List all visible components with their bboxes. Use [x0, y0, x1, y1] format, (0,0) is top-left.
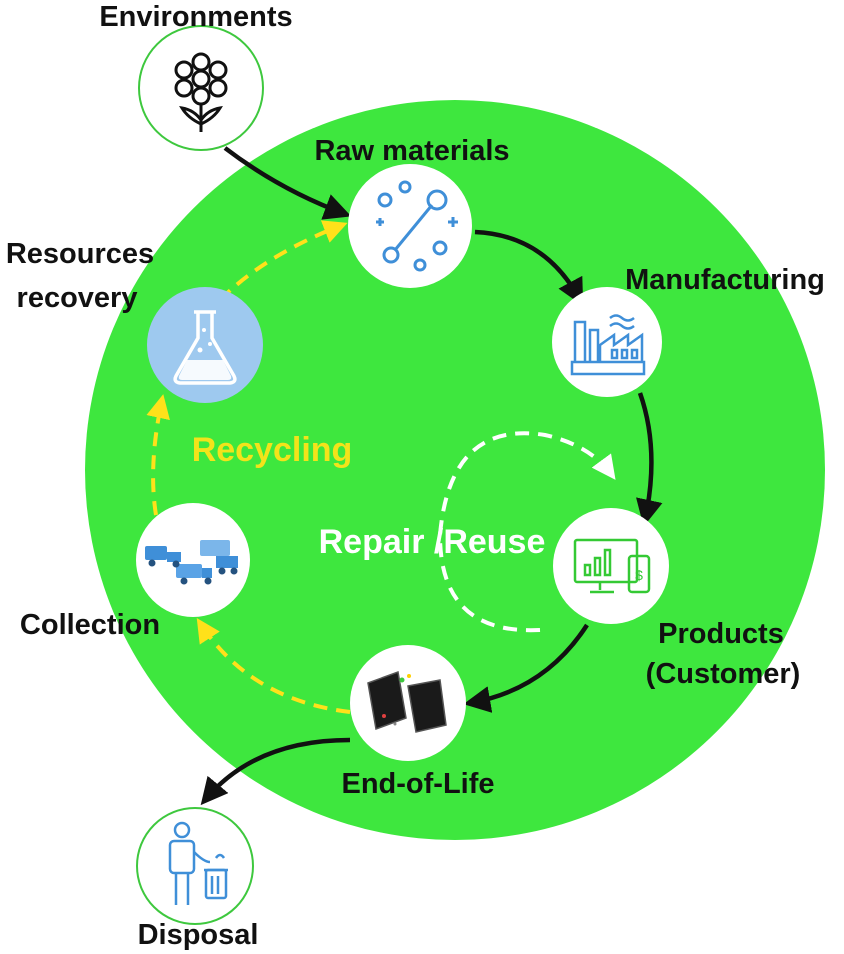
cycle-disc — [85, 100, 825, 840]
person-trash-icon — [168, 821, 228, 905]
label-raw-materials: Raw materials — [314, 135, 509, 167]
arrow-collection-to-recovery — [146, 394, 170, 516]
node-collection — [136, 503, 250, 617]
label-collection: Collection — [20, 609, 160, 641]
node-end-of-life — [350, 645, 466, 761]
label-products-line1: Products — [658, 618, 784, 650]
arrow-eol-to-disposal — [200, 737, 351, 806]
node-raw-materials — [348, 164, 472, 288]
arrow-repair-reuse-loop — [437, 431, 616, 633]
flower-icon — [174, 52, 228, 132]
arrow-recovery-to-raw — [218, 220, 348, 302]
label-recycling: Recycling — [192, 431, 353, 469]
flask-icon — [173, 310, 237, 385]
arrow-raw-to-manufacturing — [474, 229, 584, 306]
arrow-products-to-eol — [463, 623, 589, 713]
arrow-environments-to-raw — [223, 146, 352, 220]
node-products: $ — [553, 508, 669, 624]
label-manufacturing: Manufacturing — [625, 264, 825, 296]
monitor-phone-icon: $ — [573, 538, 651, 594]
wrench-bolts-icon — [376, 180, 458, 272]
label-products-line2: (Customer) — [646, 658, 801, 690]
node-manufacturing — [552, 287, 662, 397]
arrow-eol-to-collection — [196, 617, 351, 714]
broken-phone-icon — [367, 670, 447, 733]
label-disposal: Disposal — [138, 919, 259, 951]
label-resources-line1: Resources — [6, 238, 154, 270]
node-environments — [138, 25, 264, 151]
label-environments: Environments — [99, 1, 292, 33]
arrow-manufacturing-to-products — [636, 392, 663, 527]
svg-text:$: $ — [635, 567, 643, 583]
label-end-of-life: End-of-Life — [341, 768, 494, 800]
label-repair-reuse: Repair /Reuse — [319, 523, 546, 561]
node-resources-recovery — [147, 287, 263, 403]
node-disposal — [136, 807, 254, 925]
trucks-icon — [145, 540, 238, 585]
label-resources-line2: recovery — [17, 282, 138, 314]
factory-icon — [570, 314, 646, 376]
